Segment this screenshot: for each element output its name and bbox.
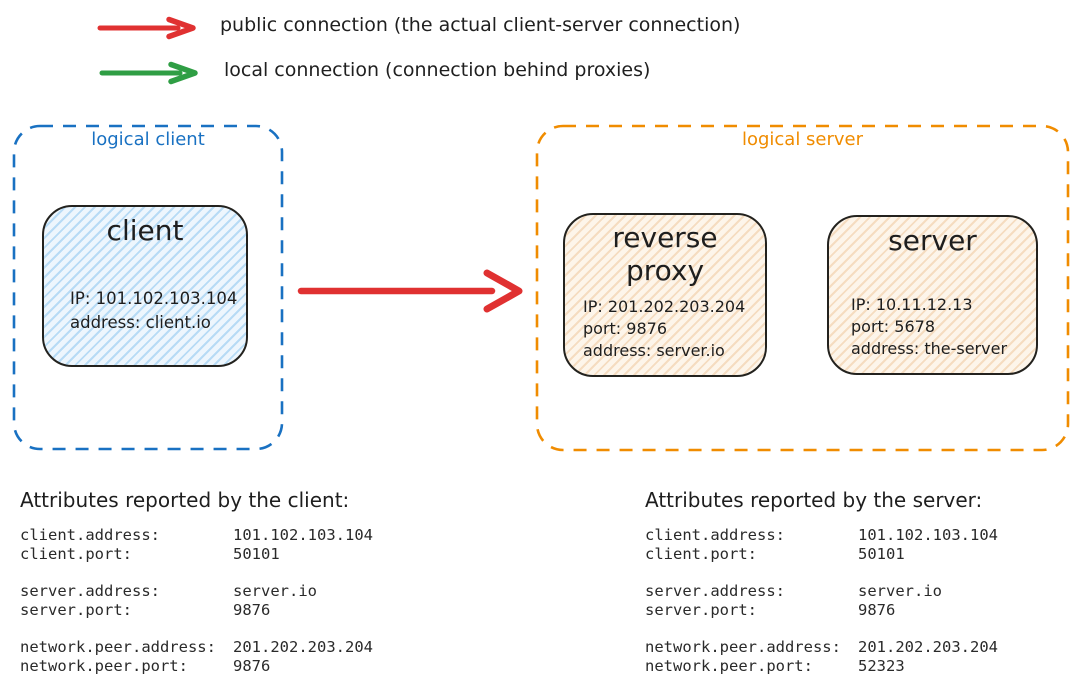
reverse-proxy-node: reverse proxy IP: 201.202.203.204 port: … [563, 213, 767, 377]
attribute-key: server.address: [20, 582, 160, 600]
attribute-value: 50101 [233, 545, 280, 563]
reverse-proxy-address: address: server.io [583, 341, 725, 360]
attribute-value: 101.102.103.104 [858, 526, 998, 544]
logical-server-label: logical server [741, 129, 864, 150]
attribute-group: client.address: 101.102.103.104 client.po… [20, 526, 373, 564]
attribute-row: client.address: 101.102.103.104 [20, 526, 373, 545]
client-ip: IP: 101.102.103.104 [70, 289, 238, 308]
logical-server-region: logical server reverse proxy IP: 201.202… [535, 124, 1070, 452]
local-connection-arrow-icon [99, 61, 198, 85]
server-details: IP: 10.11.12.13 port: 5678 address: the-… [851, 294, 1007, 360]
attribute-key: network.peer.port: [645, 657, 813, 675]
attribute-value: server.io [233, 582, 317, 600]
reverse-proxy-details: IP: 201.202.203.204 port: 9876 address: … [583, 296, 745, 362]
attribute-value: 9876 [233, 657, 271, 675]
client-node-details: IP: 101.102.103.104 address: client.io [70, 287, 237, 335]
attribute-key: network.peer.address: [645, 638, 841, 656]
reverse-proxy-node-title: reverse proxy [612, 221, 718, 287]
attribute-row: network.peer.port: 52323 [645, 657, 998, 676]
attribute-group: network.peer.address: 201.202.203.204 net… [645, 638, 998, 676]
attribute-key: client.port: [20, 545, 132, 563]
attribute-value: 9876 [233, 601, 271, 619]
public-connection-arrow-icon [97, 16, 196, 40]
client-attributes-list: Attributes reported by the client: clien… [20, 488, 373, 691]
attribute-value: 101.102.103.104 [233, 526, 373, 544]
server-port: port: 5678 [851, 317, 935, 336]
client-node-title: client [106, 214, 184, 247]
attribute-key: server.port: [20, 601, 132, 619]
attribute-group: server.address: server.io server.port: 987… [20, 582, 373, 620]
attribute-row: network.peer.port: 9876 [20, 657, 373, 676]
attribute-row: client.address: 101.102.103.104 [645, 526, 998, 545]
logical-client-label: logical client [91, 129, 205, 150]
attribute-value: server.io [858, 582, 942, 600]
attribute-row: client.port: 50101 [645, 545, 998, 564]
attribute-key: server.address: [645, 582, 785, 600]
attribute-group: server.address: server.io server.port: 987… [645, 582, 998, 620]
attribute-row: server.address: server.io [645, 582, 998, 601]
attribute-key: network.peer.port: [20, 657, 188, 675]
client-address: address: client.io [70, 313, 211, 332]
attribute-key: client.address: [20, 526, 160, 544]
client-to-server-arrow [297, 269, 523, 313]
attribute-row: network.peer.address: 201.202.203.204 [645, 638, 998, 657]
attribute-key: network.peer.address: [20, 638, 216, 656]
logical-client-dashed-border [12, 124, 284, 451]
server-node-title: server [888, 224, 977, 257]
attribute-value: 52323 [858, 657, 905, 675]
attribute-key: client.address: [645, 526, 785, 544]
local-connection-legend-label: local connection (connection behind prox… [224, 59, 651, 81]
client-node: client IP: 101.102.103.104 address: clie… [42, 205, 248, 367]
reverse-proxy-ip: IP: 201.202.203.204 [583, 297, 746, 316]
attribute-key: client.port: [645, 545, 757, 563]
logical-client-region: logical client client IP: 101.102.103.10… [12, 124, 284, 451]
attribute-group: network.peer.address: 201.202.203.204 net… [20, 638, 373, 676]
attribute-row: server.port: 9876 [20, 601, 373, 620]
client-attributes-title: Attributes reported by the client: [20, 488, 350, 512]
attribute-value: 201.202.203.204 [233, 638, 373, 656]
server-node: server IP: 10.11.12.13 port: 5678 addres… [827, 215, 1038, 375]
logical-server-dashed-border [535, 124, 1070, 452]
reverse-proxy-port: port: 9876 [583, 319, 667, 338]
attribute-value: 50101 [858, 545, 905, 563]
attribute-key: server.port: [645, 601, 757, 619]
attribute-value: 201.202.203.204 [858, 638, 998, 656]
server-ip: IP: 10.11.12.13 [851, 295, 973, 314]
attribute-row: server.address: server.io [20, 582, 373, 601]
attribute-group: client.address: 101.102.103.104 client.po… [645, 526, 998, 564]
server-address: address: the-server [851, 339, 1008, 358]
public-connection-legend-label: public connection (the actual client-ser… [220, 14, 741, 36]
server-attributes-title: Attributes reported by the server: [645, 488, 983, 512]
attribute-value: 9876 [858, 601, 896, 619]
attribute-row: client.port: 50101 [20, 545, 373, 564]
server-attributes-list: Attributes reported by the server: clien… [645, 488, 998, 691]
attribute-row: server.port: 9876 [645, 601, 998, 620]
attribute-row: network.peer.address: 201.202.203.204 [20, 638, 373, 657]
